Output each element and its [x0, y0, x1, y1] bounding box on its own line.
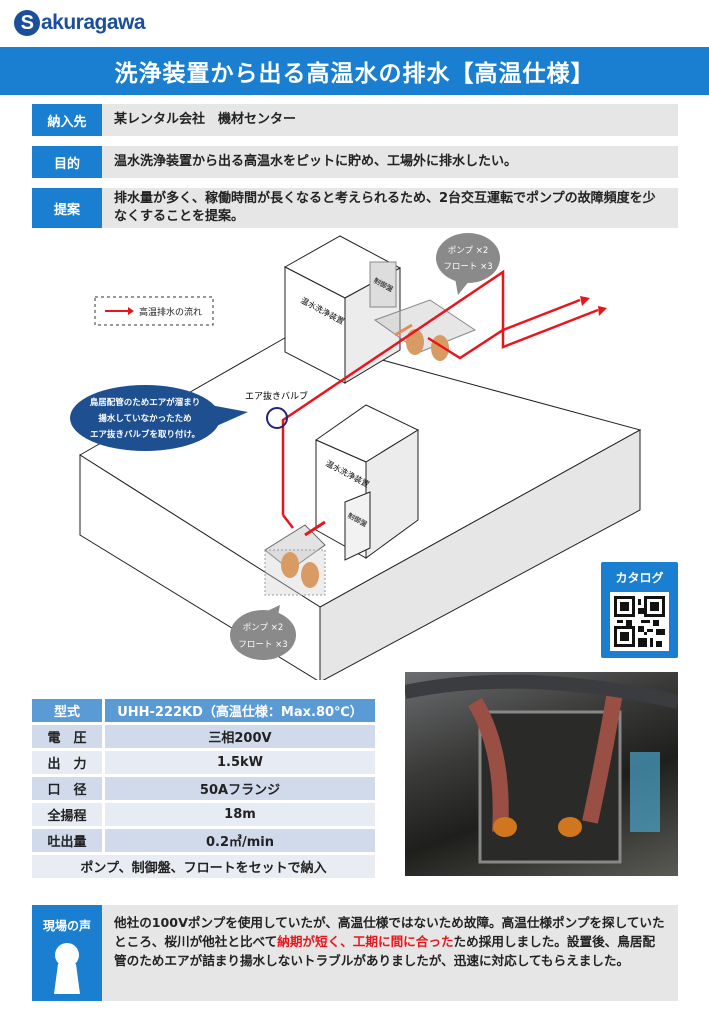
- row-destination: 納入先 某レンタル会社 機材センター: [32, 104, 678, 136]
- row-purpose: 目的 温水洗浄装置から出る高温水をピットに貯め、工場外に排水したい。: [32, 146, 678, 178]
- row-text: 温水洗浄装置から出る高温水をピットに貯め、工場外に排水したい。: [114, 154, 518, 169]
- spec-value: 三相200V: [102, 725, 375, 748]
- note-line: 揚水していなかったため: [98, 413, 191, 424]
- spec-value: 50Aフランジ: [102, 777, 375, 800]
- installation-diagram: 高温排水の流れ 温水洗浄装置 制御盤 温水洗浄装置 制御盤 エア抜きバルブ 鳥居…: [70, 233, 642, 680]
- installation-photo: [405, 672, 678, 876]
- row-label: 納入先: [32, 104, 102, 136]
- floor-slab-right: [319, 429, 641, 680]
- pump-count: ポンプ ×2: [243, 623, 283, 633]
- photo-illustration: [405, 674, 678, 864]
- spec-value: UHH-222KD（高温仕様：Max.80℃）: [102, 699, 375, 722]
- flow-arrow-icon: [598, 306, 607, 316]
- air-valve-marker: [266, 407, 288, 429]
- pipe-segment: [282, 514, 294, 529]
- note-bubble: [70, 385, 220, 451]
- spec-label: 全揚程: [32, 803, 102, 826]
- discharge-pipe-flow: [281, 269, 599, 515]
- row-label: 提案: [32, 188, 102, 228]
- upper-panel: [369, 261, 397, 308]
- voice-label: 現場の声: [42, 919, 91, 933]
- lower-panel: [344, 491, 371, 561]
- pipe-segment: [427, 298, 581, 360]
- legend-arrowhead: [128, 307, 134, 315]
- upper-pit: [373, 299, 477, 353]
- row-text: 排水量が多く、稼働時間が長くなると考えられるため、2台交互運転でポンプの故障頻度…: [114, 191, 656, 224]
- spec-label: 出 力: [32, 751, 102, 774]
- spec-label: 口 径: [32, 777, 102, 800]
- spec-footer: ポンプ、制御盤、フロートをセットで納入: [32, 855, 375, 878]
- spec-value: 0.2㎥/min: [102, 829, 375, 852]
- bubble-tail: [455, 278, 470, 295]
- spec-row: 電 圧三相200V: [32, 725, 375, 748]
- qr-pattern: [614, 596, 665, 647]
- voice-text: 他社の100Vポンプを使用していたが、高温仕様ではないため故障。高温仕様ポンプを…: [102, 905, 678, 1001]
- spec-label: 電 圧: [32, 725, 102, 748]
- catalog-label: カタログ: [615, 571, 664, 585]
- row-proposal: 提案 排水量が多く、稼働時間が長くなると考えられるため、2台交互運転でポンプの故…: [32, 188, 678, 228]
- bubble-tail: [265, 605, 280, 616]
- inflow-arrow-icon: [394, 323, 413, 337]
- legend-text: 高温排水の流れ: [139, 306, 202, 318]
- spec-footer-row: ポンプ、制御盤、フロートをセットで納入: [32, 855, 375, 878]
- voice-text-part: 他社の100Vポンプを使用していたが、高温仕様ではないため故障。高温仕様ポンプを…: [114, 915, 665, 949]
- lower-pump-icon: [281, 552, 299, 578]
- row-text: 某レンタル会社 機材センター: [114, 112, 297, 127]
- voice-text-part: ため採用しました。設置後、鳥居配管のためエアが詰まり揚水しないトラブルがありまし…: [114, 934, 656, 968]
- upper-count-bubble: [436, 233, 500, 283]
- valve-label: エア抜きバルブ: [245, 390, 308, 402]
- spec-label: 吐出量: [32, 829, 102, 852]
- person-icon: [54, 943, 80, 994]
- upper-pump-icon: [406, 329, 424, 355]
- page-title: 洗浄装置から出る高温水の排水【高温仕様】: [0, 47, 709, 95]
- lower-pump-icon: [301, 562, 319, 588]
- spec-value: 18m: [102, 803, 375, 826]
- catalog-qr-link[interactable]: カタログ: [601, 562, 678, 658]
- lower-count-bubble: [230, 610, 296, 660]
- pump-count: ポンプ ×2: [448, 246, 488, 256]
- spec-label: 型式: [32, 699, 102, 722]
- row-label: 目的: [32, 146, 102, 178]
- qr-code-icon[interactable]: [610, 592, 669, 651]
- inflow-arrow-icon: [304, 520, 326, 537]
- voice-label-box: 現場の声: [32, 905, 102, 1001]
- voice-highlight: 納期が短く、工期に間に合った: [277, 934, 454, 949]
- note-line: 鳥居配管のためエアが溜まり: [90, 397, 201, 408]
- flow-arrow-icon: [580, 296, 590, 306]
- note-bubble-tail: [210, 405, 248, 428]
- customer-voice: 現場の声 他社の100Vポンプを使用していたが、高温仕様ではないため故障。高温仕…: [32, 905, 678, 1001]
- spec-value: 1.5kW: [102, 751, 375, 774]
- legend-box: [94, 296, 214, 326]
- float-count: フロート ×3: [238, 640, 287, 650]
- float-count: フロート ×3: [443, 262, 492, 272]
- note-line: エア抜きバルブを取り付け。: [90, 429, 200, 440]
